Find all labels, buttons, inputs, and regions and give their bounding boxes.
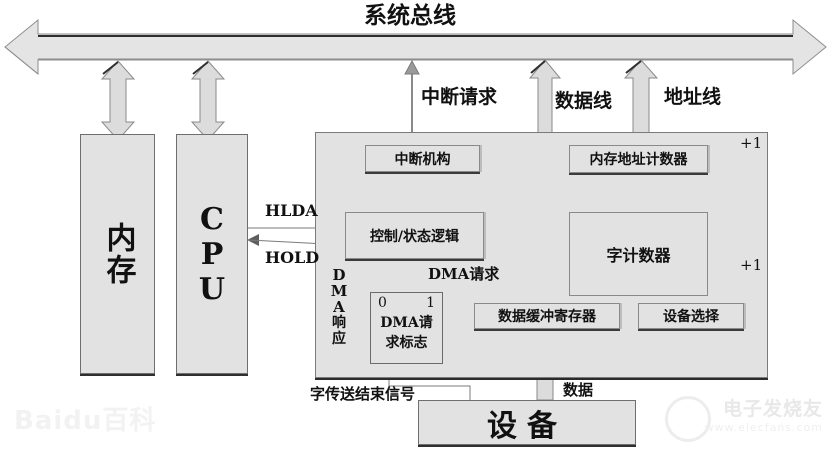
- block-cpu: CPU: [176, 134, 248, 374]
- memory-bus-arrow: [100, 60, 136, 141]
- cpu-bus-arrow: [190, 60, 226, 141]
- system-bus-title: 系统总线: [364, 2, 456, 29]
- block-dma-request-flag: 0 1 DMA请 求标志: [370, 292, 443, 364]
- dma-response-char-1: M: [330, 282, 348, 300]
- block-data-buffer-register: 数据缓冲寄存器: [474, 303, 620, 329]
- label-hlda: HLDA: [265, 201, 318, 220]
- dma-flag-zero: 0: [378, 295, 387, 311]
- block-memory-label: 内存: [100, 222, 136, 286]
- watermark-elecfans-ring: [665, 396, 711, 442]
- dma-response-char-2: A: [333, 298, 345, 316]
- block-device-label: 设备: [487, 408, 567, 444]
- block-data-buffer-register-label: 数据缓冲寄存器: [498, 309, 596, 325]
- dma-flag-one: 1: [426, 295, 435, 311]
- block-word-counter-label: 字计数器: [606, 246, 671, 265]
- block-control-status-logic-label: 控制/状态逻辑: [369, 228, 460, 245]
- watermark-baidu: Baidu百科: [14, 406, 157, 436]
- block-interrupt-mechanism: 中断机构: [365, 145, 480, 172]
- label-interrupt-request: 中断请求: [421, 86, 498, 108]
- block-device-select-label: 设备选择: [663, 309, 719, 325]
- block-device: 设备: [418, 400, 636, 445]
- dma-response-char-0: D: [332, 266, 346, 284]
- watermark-elecfans: 电子发烧友 www.elecfans.com: [663, 394, 823, 450]
- block-control-status-logic: 控制/状态逻辑: [345, 212, 484, 259]
- label-data: 数据: [563, 381, 594, 399]
- label-increment-word: +1: [740, 256, 763, 274]
- label-word-transfer-end: 字传送结束信号: [310, 385, 416, 403]
- block-memory-address-counter: 内存地址计数器: [569, 145, 708, 173]
- label-dma-request: DMA请求: [428, 265, 500, 283]
- block-word-counter: 字计数器: [569, 212, 708, 296]
- label-data-line: 数据线: [555, 90, 613, 112]
- block-interrupt-mechanism-label: 中断机构: [394, 151, 451, 168]
- dma-response-char-3: 响: [332, 315, 346, 331]
- watermark-elecfans-line2: www.elecfans.com: [704, 421, 823, 434]
- dma-flag-line1: DMA请: [380, 315, 433, 331]
- block-memory: 内存: [80, 134, 155, 374]
- dma-flag-line2: 求标志: [385, 335, 428, 351]
- dma-response-char-4: 应: [332, 331, 346, 347]
- label-increment-address: +1: [740, 134, 763, 152]
- label-hold: HOLD: [265, 248, 320, 267]
- block-memory-address-counter-label: 内存地址计数器: [589, 152, 688, 168]
- label-address-line: 地址线: [664, 86, 722, 108]
- watermark-elecfans-line1: 电子发烧友: [722, 398, 823, 420]
- label-dma-response: D M A 响 应: [330, 267, 348, 347]
- block-cpu-label: CPU: [194, 201, 230, 307]
- block-device-select: 设备选择: [638, 303, 744, 329]
